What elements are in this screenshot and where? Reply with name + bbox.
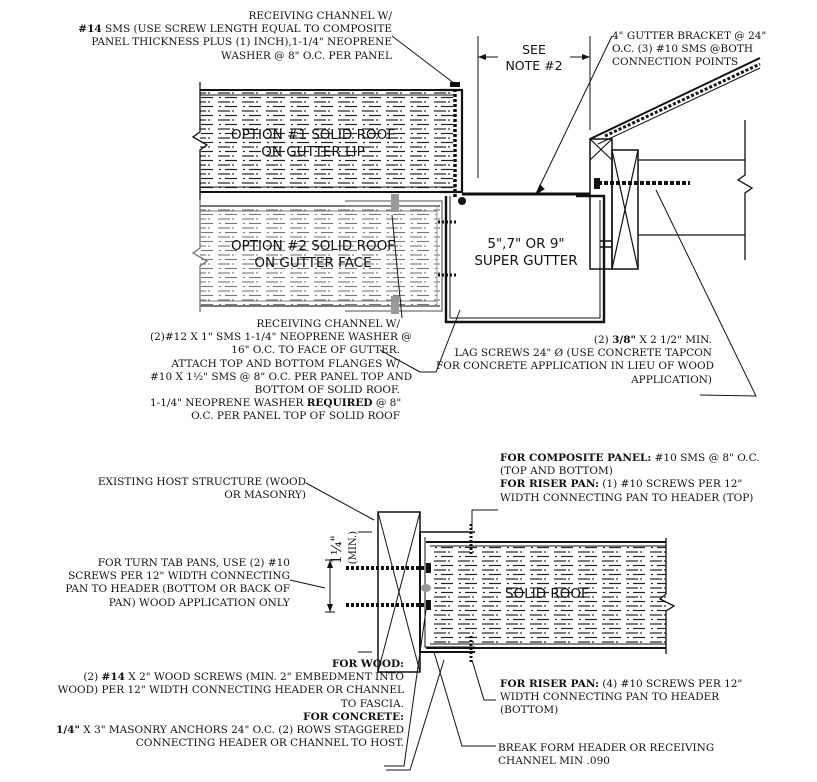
note-line: O.C. PER PANEL TOP OF SOLID ROOF [191, 410, 400, 423]
note-line: FOR WOOD: [0, 658, 404, 671]
gutter-line2: SUPER GUTTER [474, 253, 578, 269]
dimension-min: (MIN.) [348, 530, 360, 565]
note-line: 1/4" X 3" MASONRY ANCHORS 24" O.C. (2) R… [0, 724, 404, 737]
note-line: PAN) WOOD APPLICATION ONLY [108, 596, 290, 609]
note-line: FOR COMPOSITE PANEL: #10 SMS @ 8" O.C. [500, 452, 760, 465]
host-structure-note: EXISTING HOST STRUCTURE (WOOD OR MASONRY… [40, 476, 306, 502]
super-gutter [438, 192, 606, 324]
note-line: WIDTH CONNECTING PAN TO HEADER (TOP) [500, 491, 754, 504]
note-text: X 3" MASONRY ANCHORS 24" O.C. (2) ROWS S… [79, 724, 404, 737]
note-line: RECEIVING CHANNEL W/ [248, 10, 392, 22]
turn-tab-note: FOR TURN TAB PANS, USE (2) #10 SCREWS PE… [40, 557, 290, 610]
note-line: PAN TO HEADER (BOTTOM OR BACK OF [65, 583, 290, 596]
note-line: FOR RISER PAN: (4) #10 SCREWS PER 12" [500, 678, 742, 691]
note-line: #10 X 1½" SMS @ 8" O.C. PER PANEL TOP AN… [150, 370, 413, 383]
gutter-line1: 5",7" OR 9" [487, 236, 565, 252]
see-note-dimension [477, 36, 591, 178]
note-line: WIDTH CONNECTING PAN TO HEADER [500, 691, 720, 704]
option2-panel [191, 194, 443, 314]
note-line: FOR RISER PAN: (1) #10 SCREWS PER 12" [500, 478, 760, 491]
note-line: EXISTING HOST STRUCTURE (WOOD [97, 476, 306, 488]
fascia-board [589, 57, 761, 270]
note-text: (4) #10 SCREWS PER 12" [598, 678, 743, 690]
note-line: ATTACH TOP AND BOTTOM FLANGES W/ [171, 357, 400, 370]
note-line: RECEIVING CHANNEL W/ [256, 318, 400, 330]
note-line: BREAK FORM HEADER OR RECEIVING [498, 742, 715, 754]
note-line: (2) #14 X 2" WOOD SCREWS (MIN. 2" EMBEDM… [0, 671, 404, 684]
riser-bottom-title: FOR RISER PAN: [500, 678, 599, 690]
note-line: #14 SMS (USE SCREW LENGTH EQUAL TO COMPO… [20, 23, 392, 36]
note-line: TO FASCIA. [340, 697, 404, 710]
note-line: WOOD) PER 12" WIDTH CONNECTING HEADER OR… [57, 684, 404, 697]
wood-title: FOR WOOD: [331, 658, 404, 670]
gutter-bracket-note: 4" GUTTER BRACKET @ 24" O.C. (3) #10 SMS… [612, 30, 766, 70]
note-line: (2)#12 X 1" SMS 1-1/4" NEOPRENE WASHER @ [150, 331, 412, 344]
gutter-label: 5",7" OR 9" SUPER GUTTER [456, 236, 596, 270]
note-text: X 2" WOOD SCREWS (MIN. 2" EMBEDMENT INTO [124, 671, 404, 684]
option1-line2: ON GUTTER LIP [261, 144, 365, 160]
note-line: APPLICATION) [631, 373, 712, 386]
note-text: (2) [83, 671, 102, 684]
anchor-size: 1/4" [56, 724, 80, 737]
see-note-line1: SEE [522, 42, 546, 57]
option2-line2: ON GUTTER FACE [254, 255, 372, 271]
note-line: WASHER @ 8" O.C. PER PANEL [221, 49, 392, 62]
option1-panel [191, 82, 464, 200]
lag-size: 3/8" [612, 334, 636, 346]
note-text: SMS (USE SCREW LENGTH EQUAL TO COMPOSITE [101, 23, 392, 36]
composite-panel-note: FOR COMPOSITE PANEL: #10 SMS @ 8" O.C. (… [500, 452, 760, 505]
note-text: (1) #10 SCREWS PER 12" [598, 478, 743, 491]
note-line: 4" GUTTER BRACKET @ 24" [612, 30, 767, 42]
note-line: 1-1/4" NEOPRENE WASHER REQUIRED @ 8" [150, 397, 402, 410]
note-line: FOR CONCRETE APPLICATION IN LIEU OF WOOD [436, 360, 715, 373]
break-form-note: BREAK FORM HEADER OR RECEIVING CHANNEL M… [498, 742, 714, 768]
note-text: @ 8" [372, 397, 402, 410]
option2-label: OPTION #2 SOLID ROOF ON GUTTER FACE [218, 238, 408, 272]
note-line: FOR CONCRETE: [0, 711, 404, 724]
note-line: 16" O.C. TO FACE OF GUTTER. [231, 344, 400, 357]
lag-screws-note: (2) 3/8" X 2 1/2" MIN. LAG SCREWS 24" Ø … [436, 334, 715, 387]
note-line: FOR TURN TAB PANS, USE (2) #10 [97, 557, 290, 569]
note-text: X 2 1/2" MIN. [636, 334, 712, 346]
screw-size: #14 [78, 23, 102, 36]
min-dimension-label: 1¼" (MIN.) [323, 531, 361, 565]
note-text: (2) [593, 334, 613, 346]
required-label: REQUIRED [306, 397, 373, 410]
see-note-label: SEE NOTE #2 [498, 42, 570, 74]
note-line: CONNECTING HEADER OR CHANNEL TO HOST. [135, 737, 404, 750]
wood-concrete-note: FOR WOOD: (2) #14 X 2" WOOD SCREWS (MIN.… [0, 658, 404, 750]
note-line: SCREWS PER 12" WIDTH CONNECTING [68, 570, 290, 583]
leaders-bottom [289, 482, 498, 771]
note-line: CHANNEL MIN .090 [498, 755, 610, 768]
note-line: (2) 3/8" X 2 1/2" MIN. [436, 334, 712, 347]
wood-screw-size: #14 [101, 671, 125, 684]
composite-title: FOR COMPOSITE PANEL: [500, 452, 652, 464]
leaders-top [379, 35, 757, 397]
note-text: #10 SMS @ 8" O.C. [651, 452, 760, 464]
note-line: CONNECTION POINTS [612, 56, 739, 69]
option2-line1: OPTION #2 SOLID ROOF [231, 238, 395, 254]
note-line: O.C. (3) #10 SMS @BOTH [612, 43, 754, 56]
receiving-channel-face-note: RECEIVING CHANNEL W/ (2)#12 X 1" SMS 1-1… [150, 318, 413, 424]
note-line: BOTTOM OF SOLID ROOF. [254, 384, 400, 397]
riser-bottom-note: FOR RISER PAN: (4) #10 SCREWS PER 12" WI… [500, 678, 742, 718]
note-text: 1-1/4" NEOPRENE WASHER [150, 397, 307, 410]
bottom-detail [325, 511, 676, 673]
riser-title: FOR RISER PAN: [500, 478, 599, 491]
option1-line1: OPTION #1 SOLID ROOF [231, 127, 395, 143]
note-line: PANEL THICKNESS PLUS (1) INCH),1-1/4" NE… [91, 36, 392, 49]
option1-label: OPTION #1 SOLID ROOF ON GUTTER LIP [218, 127, 408, 161]
receiving-channel-note: RECEIVING CHANNEL W/ #14 SMS (USE SCREW … [20, 10, 392, 63]
note-line: OR MASONRY) [224, 489, 306, 502]
see-note-line2: NOTE #2 [505, 58, 563, 73]
solid-roof-label: SOLID ROOF [505, 586, 589, 602]
note-line: (TOP AND BOTTOM) [500, 465, 613, 478]
dimension-fraction: 1¼" [328, 535, 345, 565]
note-line: (BOTTOM) [500, 704, 559, 717]
concrete-title: FOR CONCRETE: [303, 710, 404, 723]
note-line: LAG SCREWS 24" Ø (USE CONCRETE TAPCON [454, 347, 712, 360]
